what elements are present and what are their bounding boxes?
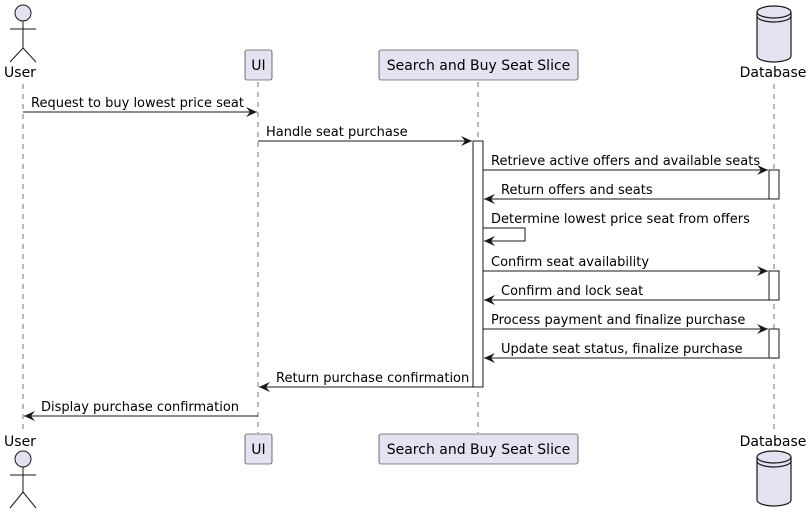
- message-arrow: Return offers and seats: [484, 183, 769, 204]
- message-arrow: Confirm seat availability: [483, 255, 768, 276]
- actor-icon: [9, 450, 37, 509]
- database-icon: [756, 5, 792, 63]
- message-arrow: Retrieve active offers and available sea…: [483, 154, 768, 175]
- participant-label: UI: [251, 58, 265, 74]
- participant-label: Search and Buy Seat Slice: [387, 442, 571, 458]
- message-label: Update seat status, finalize purchase: [501, 342, 743, 357]
- activation-database-3: [768, 328, 780, 359]
- participant-user-bottom: User: [4, 434, 37, 509]
- actor-icon: [9, 4, 37, 63]
- participant-slice-top: Search and Buy Seat Slice: [378, 49, 579, 81]
- activation-database-1: [768, 169, 780, 200]
- message-label: Retrieve active offers and available sea…: [491, 154, 760, 169]
- participant-label: User: [4, 65, 36, 81]
- participant-database-bottom: Database: [740, 434, 807, 507]
- message-label: Display purchase confirmation: [41, 400, 239, 415]
- self-message-arrow: Determine lowest price seat from offers: [483, 212, 750, 246]
- message-label: Process payment and finalize purchase: [491, 313, 745, 328]
- message-label: Request to buy lowest price seat: [31, 96, 244, 111]
- participant-label: UI: [251, 442, 265, 458]
- message-label: Confirm and lock seat: [501, 284, 643, 299]
- messages: Request to buy lowest price seat Handle …: [23, 96, 769, 421]
- participant-slice-bottom: Search and Buy Seat Slice: [378, 433, 579, 465]
- message-label: Confirm seat availability: [491, 255, 649, 270]
- participant-label: Database: [740, 434, 807, 450]
- activation-database-2: [768, 270, 780, 301]
- participant-ui-bottom: UI: [244, 433, 273, 465]
- message-label: Return offers and seats: [501, 183, 653, 198]
- message-arrow: Request to buy lowest price seat: [23, 96, 257, 117]
- activation-slice: [472, 140, 484, 388]
- message-label: Determine lowest price seat from offers: [491, 212, 750, 227]
- message-label: Return purchase confirmation: [276, 371, 469, 386]
- activations: [472, 140, 780, 388]
- participant-label: Database: [740, 65, 807, 81]
- participant-ui-top: UI: [244, 49, 273, 81]
- message-arrow: Update seat status, finalize purchase: [484, 342, 769, 363]
- participant-label: User: [4, 434, 36, 450]
- message-label: Handle seat purchase: [266, 125, 408, 140]
- participant-user-top: User: [4, 4, 37, 81]
- participant-database-top: Database: [740, 5, 807, 81]
- message-arrow: Process payment and finalize purchase: [483, 313, 768, 334]
- message-arrow: Display purchase confirmation: [24, 400, 258, 421]
- message-arrow: Return purchase confirmation: [259, 371, 473, 392]
- message-arrow: Confirm and lock seat: [484, 284, 769, 305]
- participant-label: Search and Buy Seat Slice: [387, 58, 571, 74]
- database-icon: [756, 450, 792, 507]
- message-arrow: Handle seat purchase: [258, 125, 472, 146]
